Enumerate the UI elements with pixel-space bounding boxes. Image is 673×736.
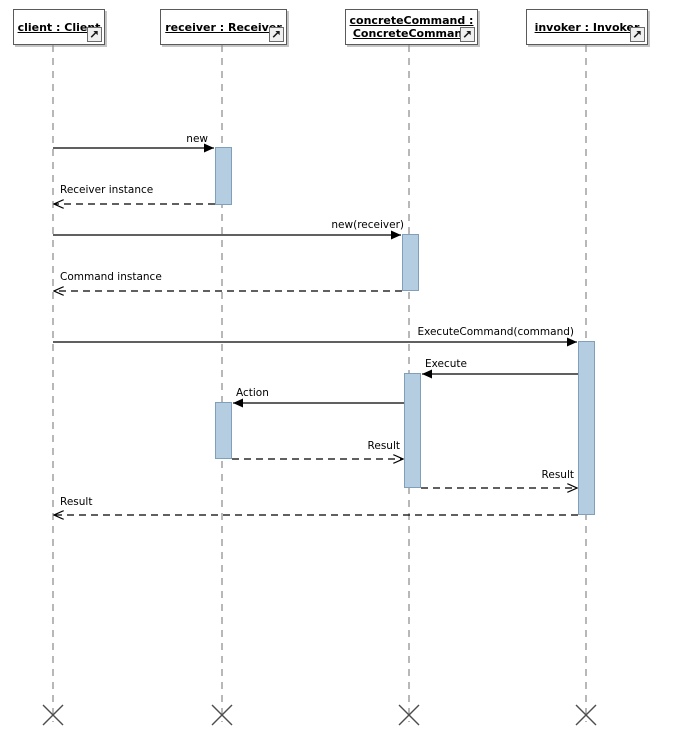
lifeline-header-client[interactable]: client : Client bbox=[13, 9, 105, 45]
destruction-marker-concreteCommand bbox=[398, 704, 420, 726]
destruction-marker-receiver bbox=[211, 704, 233, 726]
destruction-markers-group bbox=[42, 704, 597, 726]
destruction-marker-invoker bbox=[575, 704, 597, 726]
destruction-marker-client bbox=[42, 704, 64, 726]
activation-bar-concreteCommand[interactable] bbox=[402, 234, 419, 291]
msg-result-client-label: Result bbox=[60, 496, 93, 508]
activation-bar-concreteCommand[interactable] bbox=[404, 373, 421, 488]
lifeline-header-receiver[interactable]: receiver : Receiver bbox=[160, 9, 287, 45]
lifeline-header-label-client: client : Client bbox=[17, 20, 101, 34]
activation-bar-receiver[interactable] bbox=[215, 147, 232, 205]
msg-new-label: new bbox=[186, 133, 208, 145]
msg-execute-label: Execute bbox=[425, 358, 467, 370]
msg-new-receiver-label: new(receiver) bbox=[331, 219, 404, 231]
msg-execute-command-label: ExecuteCommand(command) bbox=[417, 326, 574, 338]
activation-bar-receiver[interactable] bbox=[215, 402, 232, 459]
lifeline-header-label-receiver: receiver : Receiver bbox=[165, 20, 282, 34]
lifeline-lines-group bbox=[52, 45, 587, 722]
open-external-icon[interactable] bbox=[87, 27, 102, 42]
lifeline-header-label-invoker: invoker : Invoker bbox=[534, 20, 640, 34]
lifeline-header-invoker[interactable]: invoker : Invoker bbox=[526, 9, 648, 45]
lifeline-header-label2-concreteCommand: ConcreteCommand bbox=[352, 27, 471, 40]
activation-bar-invoker[interactable] bbox=[578, 341, 595, 515]
msg-result-receiver-label: Result bbox=[367, 440, 400, 452]
message-lines-group bbox=[53, 143, 578, 515]
msg-receiver-instance-label: Receiver instance bbox=[60, 184, 154, 196]
msg-result-command-label: Result bbox=[541, 469, 574, 481]
msg-command-instance-label: Command instance bbox=[60, 271, 162, 283]
lifeline-header-concreteCommand[interactable]: concreteCommand :ConcreteCommand bbox=[345, 9, 478, 45]
open-external-icon[interactable] bbox=[269, 27, 284, 42]
msg-action-label: Action bbox=[236, 387, 269, 399]
open-external-icon[interactable] bbox=[460, 27, 475, 42]
open-external-icon[interactable] bbox=[630, 27, 645, 42]
lifeline-header-label-concreteCommand: concreteCommand : bbox=[349, 14, 474, 27]
